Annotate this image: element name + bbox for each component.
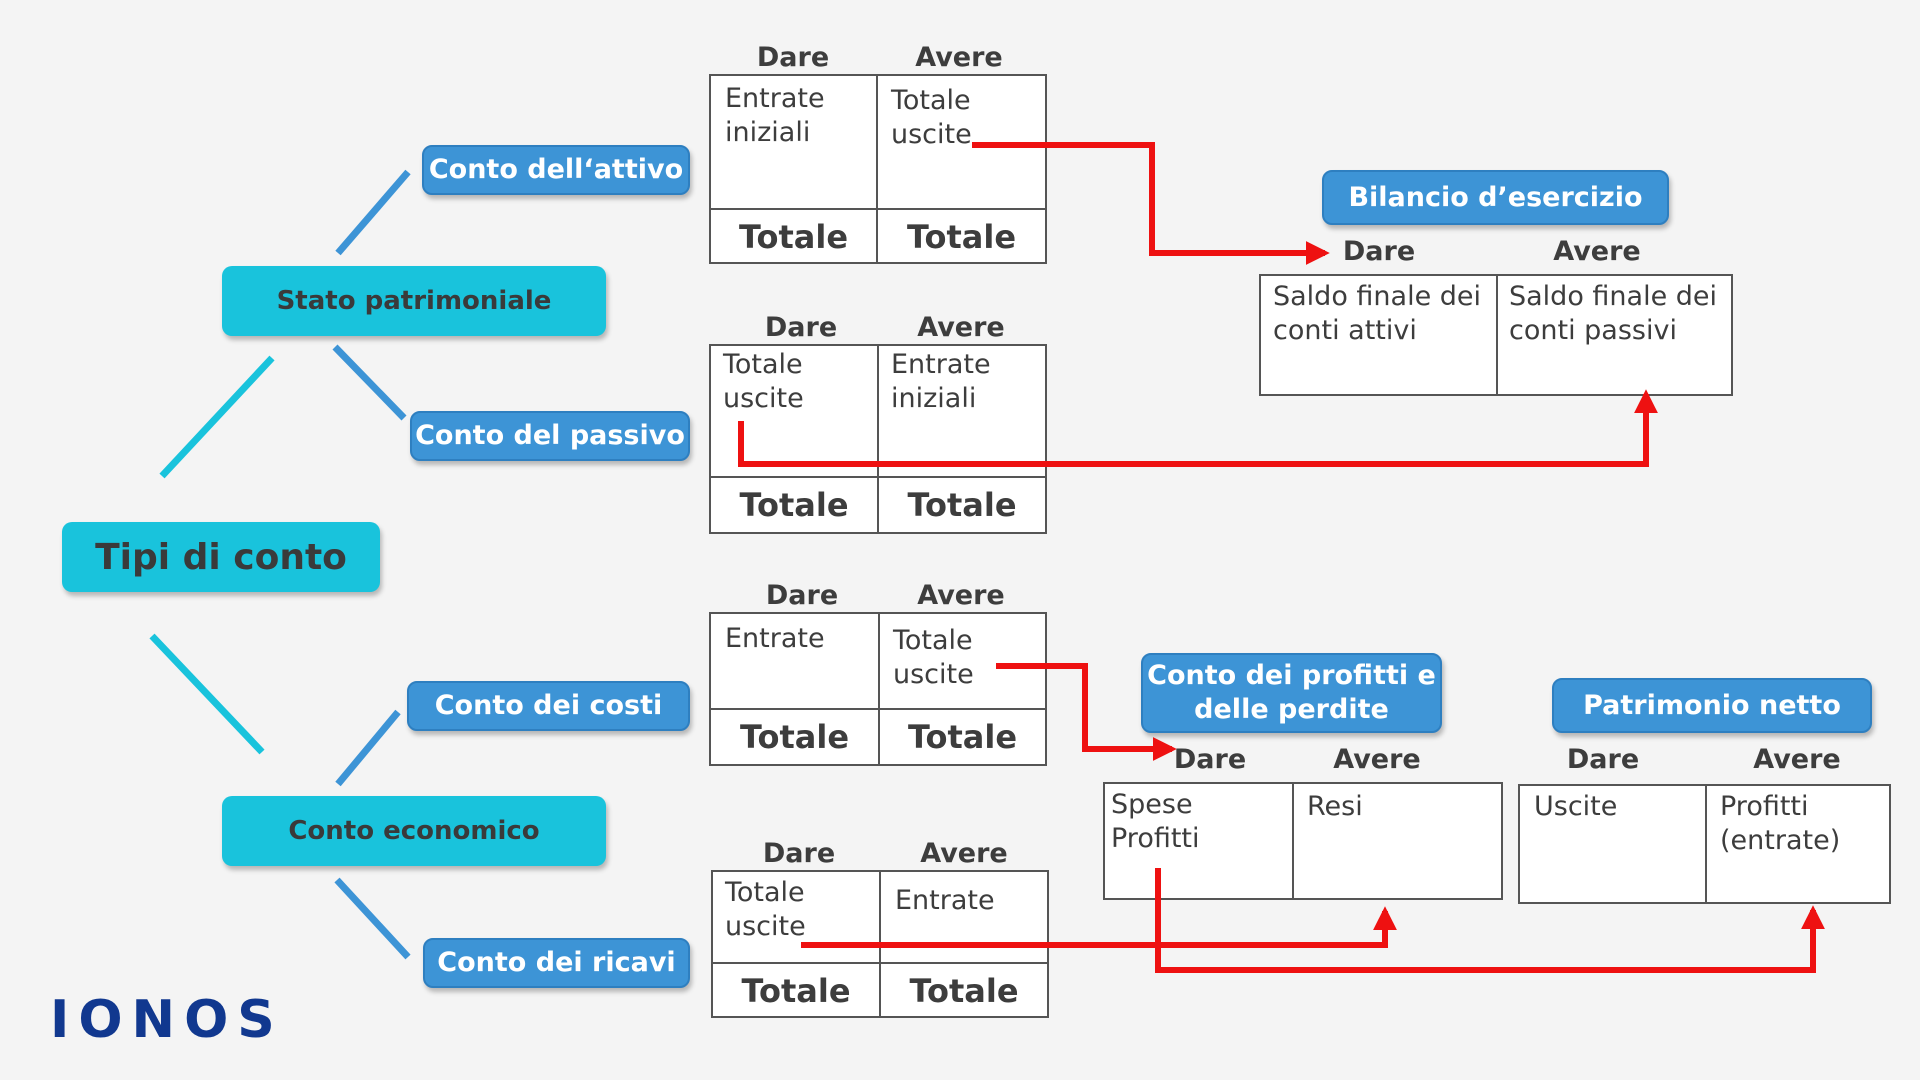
grid-divider [711,708,1045,710]
stato-patrimoniale-label: Stato patrimoniale [276,285,552,316]
root-label: Tipi di conto [95,536,347,578]
avere-total: Totale [907,486,1017,524]
dare-entry: Totale uscite [725,877,806,942]
t-account-grid: Uscite Profitti (entrate) [1518,784,1891,904]
t-account-patrimonio: Dare Avere Uscite Profitti (entrate) [1518,744,1891,904]
connector-root-economico [149,633,265,755]
conto-costi-box: Conto dei costi [407,681,690,731]
dare-entry: Spese Profitti [1111,789,1200,854]
conto-attivo-label: Conto dell‘attivo [428,154,684,186]
patrimonio-netto-box: Patrimonio netto [1552,678,1872,733]
dare-header: Dare [1173,744,1247,775]
t-account-attivo: Dare Avere Entrate iniziali Totale uscite… [709,42,1047,264]
dare-total: Totale [738,218,849,256]
grid-divider [878,614,880,764]
dare-entry: Saldo finale dei conti attivi [1273,281,1482,346]
conto-attivo-box: Conto dell‘attivo [422,145,690,195]
conto-economico-label: Conto economico [288,815,540,846]
t-account-costi: Dare Avere Entrate Totale uscite Totale T… [709,580,1047,766]
bilancio-box: Bilancio d’esercizio [1322,170,1669,225]
t-account-grid: Spese Profitti Resi [1103,782,1503,900]
dare-total: Totale [739,486,849,524]
grid-divider [1705,786,1707,902]
avere-entry: Entrate iniziali [891,349,991,414]
profitti-perdite-box: Conto dei profitti e delle perdite [1141,653,1442,733]
dare-entry: Entrate iniziali [725,83,825,148]
avere-header: Avere [1333,744,1421,775]
grid-divider [876,76,878,262]
connector-root-stato [159,355,275,479]
avere-entry: Profitti (entrate) [1720,791,1841,856]
ionos-logo: IONOS [50,990,284,1050]
dare-total: Totale [739,718,850,756]
dare-entry: Uscite [1534,791,1618,822]
dare-header: Dare [1342,236,1416,267]
avere-header: Avere [917,580,1005,611]
avere-entry: Totale uscite [893,625,974,690]
avere-entry: Resi [1307,791,1363,822]
t-account-grid: Totale uscite Entrate Totale Totale [711,870,1049,1018]
conto-costi-label: Conto dei costi [434,690,663,722]
t-account-bilancio: Dare Avere Saldo finale dei conti attivi … [1259,236,1733,396]
t-account-ricavi: Dare Avere Totale uscite Entrate Totale T… [711,838,1049,1018]
conto-economico-box: Conto economico [222,796,606,866]
conto-ricavi-box: Conto dei ricavi [423,938,690,988]
avere-header: Avere [1753,744,1841,775]
t-account-profitti-perdite: Dare Avere Spese Profitti Resi [1103,744,1503,900]
patrimonio-netto-label: Patrimonio netto [1583,689,1841,721]
conto-passivo-label: Conto del passivo [415,420,685,452]
grid-divider [711,476,1045,478]
dare-header: Dare [1566,744,1640,775]
avere-total: Totale [906,218,1017,256]
conto-ricavi-label: Conto dei ricavi [437,947,676,979]
dare-header: Dare [756,42,830,73]
grid-divider [1292,784,1294,898]
dare-header: Dare [762,838,836,869]
avere-entry: Saldo finale dei conti passivi [1509,281,1718,346]
root-box: Tipi di conto [62,522,380,592]
profitti-perdite-label: Conto dei profitti e delle perdite [1147,660,1436,725]
avere-total: Totale [909,972,1019,1010]
grid-divider [713,962,1047,964]
avere-header: Avere [920,838,1008,869]
avere-header: Avere [1553,236,1641,267]
avere-entry: Entrate [895,885,995,916]
avere-entry: Totale uscite [891,85,972,150]
dare-header: Dare [764,312,838,343]
connector-stato-attivo [335,169,411,256]
dare-header: Dare [765,580,839,611]
avere-header: Avere [915,42,1003,73]
t-account-grid: Entrate iniziali Totale uscite Totale To… [709,74,1047,264]
dare-entry: Totale uscite [723,349,804,414]
connector-economico-ricavi [334,877,411,960]
grid-divider [711,208,1045,210]
dare-entry: Entrate [725,623,825,654]
conto-passivo-box: Conto del passivo [410,411,690,461]
grid-divider [1496,276,1498,394]
stato-patrimoniale-box: Stato patrimoniale [222,266,606,336]
bilancio-label: Bilancio d’esercizio [1348,181,1643,213]
avere-total: Totale [907,718,1018,756]
t-account-grid: Entrate Totale uscite Totale Totale [709,612,1047,766]
avere-header: Avere [917,312,1005,343]
t-account-grid: Totale uscite Entrate iniziali Totale To… [709,344,1047,534]
dare-total: Totale [741,972,851,1010]
connector-economico-costi [335,709,401,787]
t-account-passivo: Dare Avere Totale uscite Entrate iniziali… [709,312,1047,534]
t-account-grid: Saldo finale dei conti attivi Saldo fina… [1259,274,1733,396]
connector-stato-passivo [332,344,407,421]
